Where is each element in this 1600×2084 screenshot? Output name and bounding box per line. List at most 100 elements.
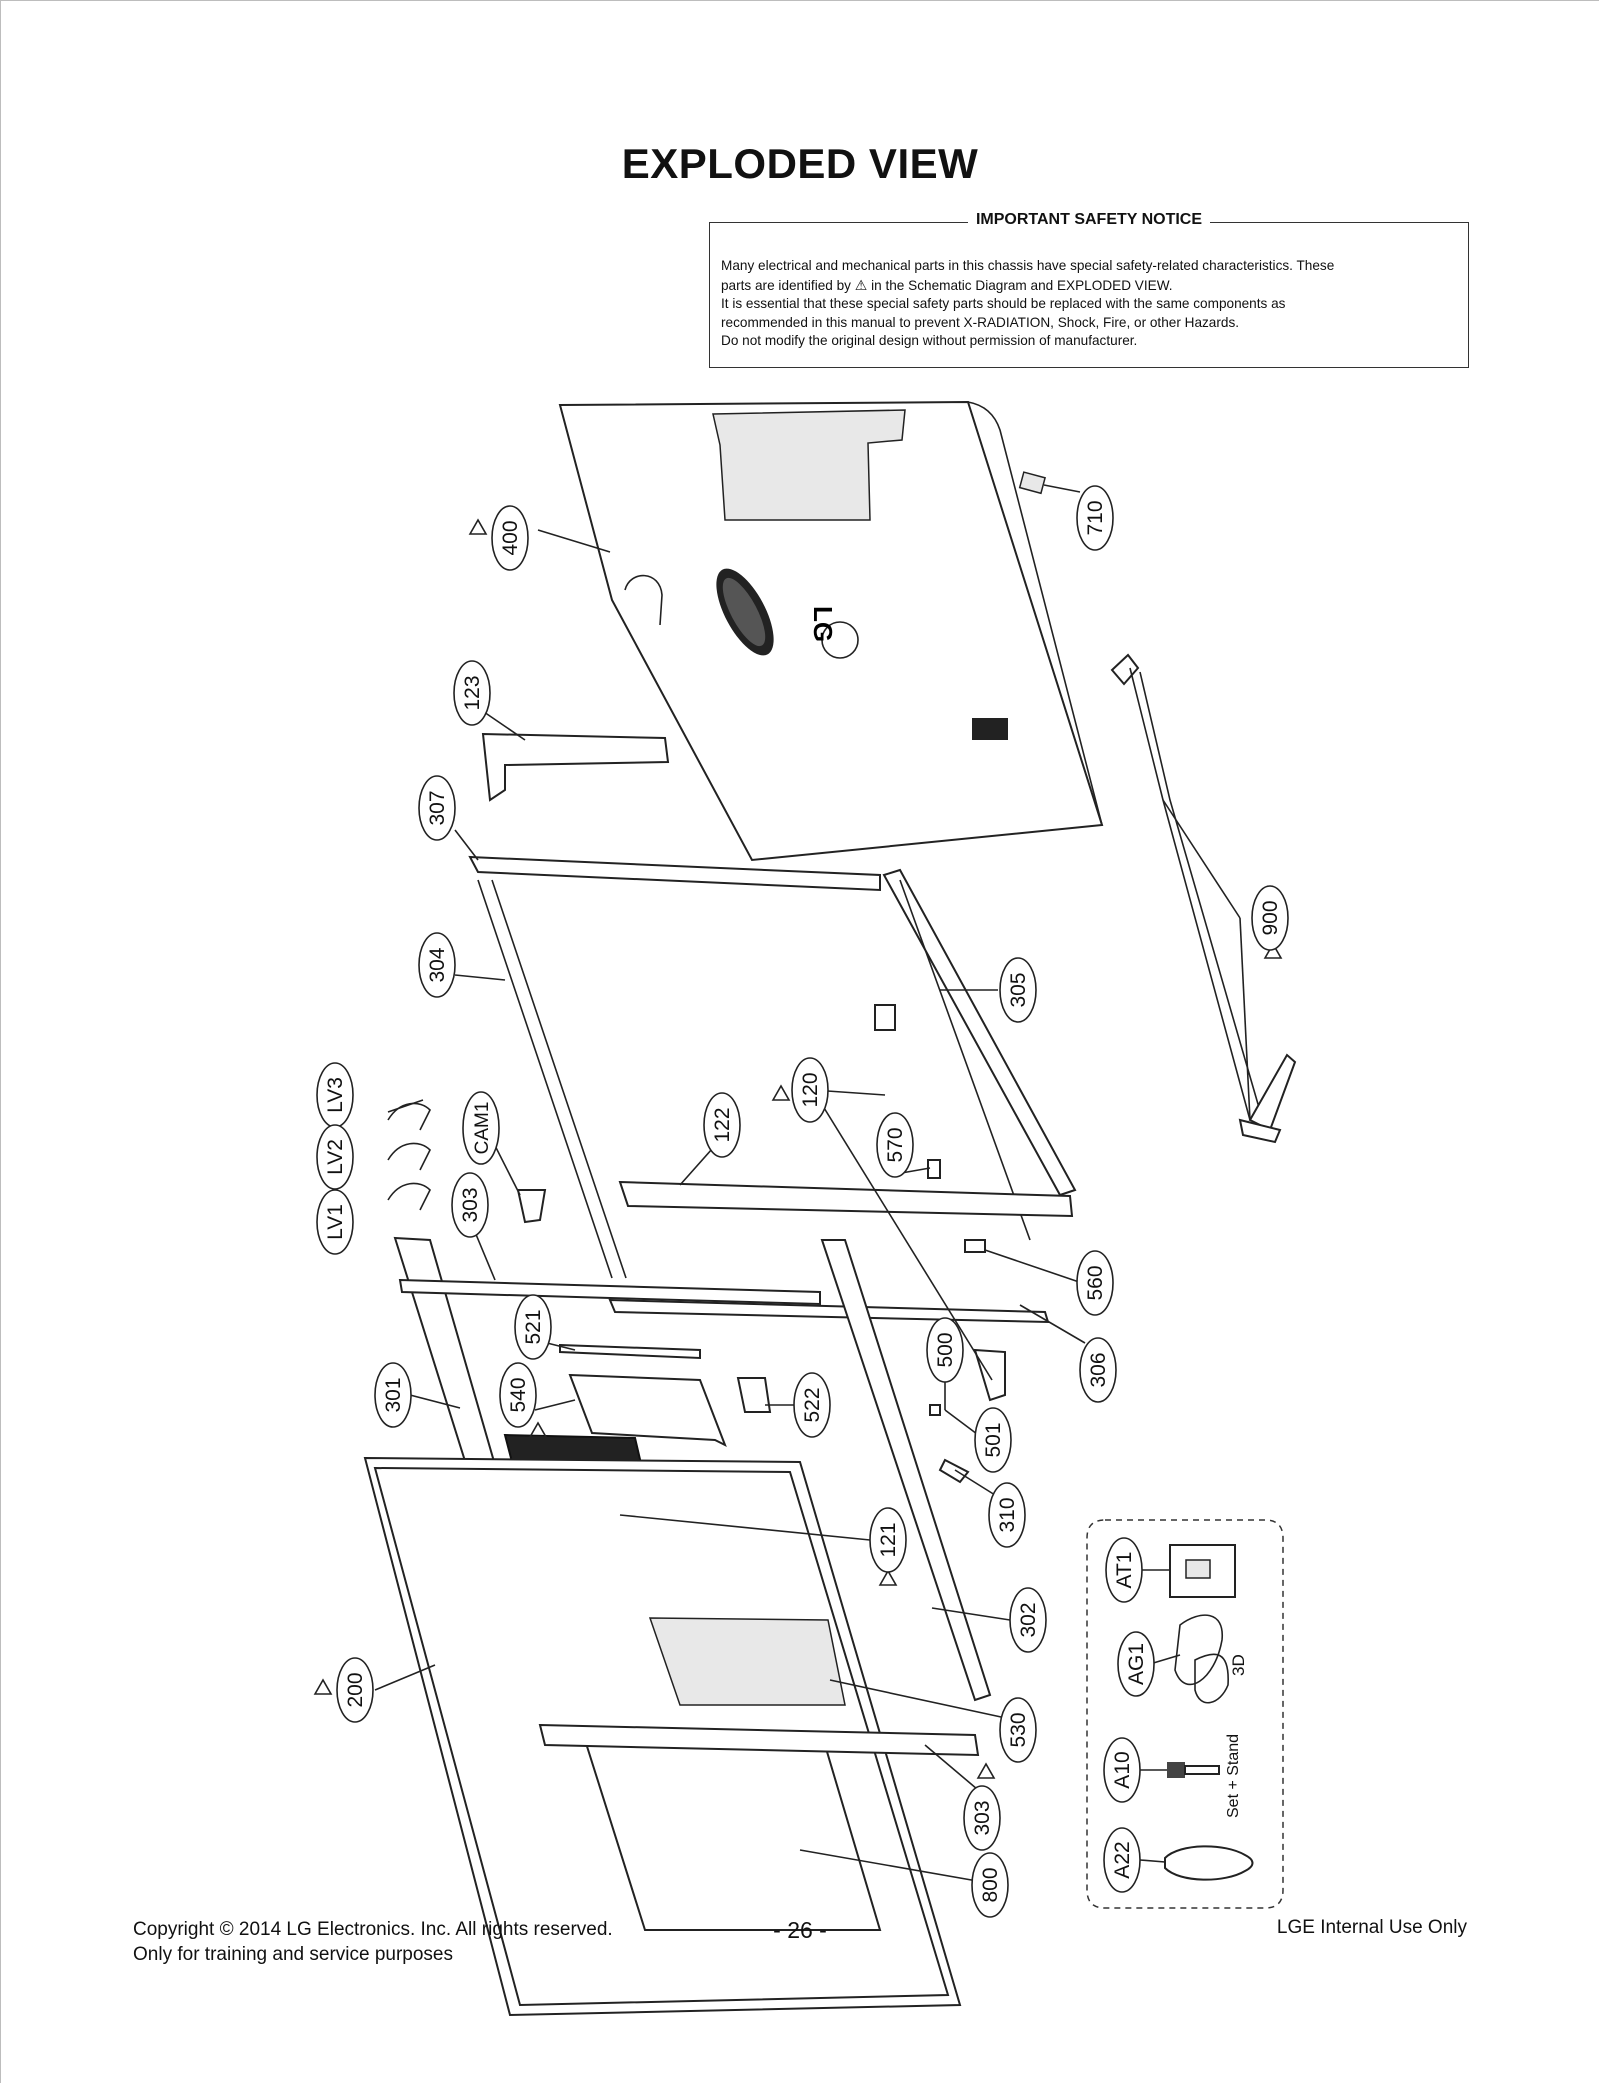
main-board (559, 1343, 772, 1448)
callout-cam1: CAM1 (462, 1091, 500, 1165)
callout-302: 302 (1009, 1587, 1047, 1653)
svg-text:540: 540 (507, 1377, 530, 1412)
svg-text:522: 522 (801, 1387, 824, 1422)
callout-305: 305 (999, 957, 1037, 1023)
svg-text:303: 303 (971, 1800, 994, 1835)
magic-remote-icon (1164, 1845, 1254, 1881)
svg-text:A22: A22 (1111, 1841, 1134, 1878)
safety-notice-body: Many electrical and mechanical parts in … (721, 257, 1457, 351)
svg-text:570: 570 (884, 1127, 907, 1162)
callout-at1: AT1 (1105, 1537, 1143, 1603)
svg-text:501: 501 (982, 1422, 1005, 1457)
notice-line: parts are identified by ⚠ in the Schemat… (721, 276, 1457, 296)
svg-text:500: 500 (934, 1332, 957, 1367)
safety-notice-box: IMPORTANT SAFETY NOTICE Many electrical … (709, 211, 1469, 368)
svg-text:306: 306 (1087, 1352, 1110, 1387)
callout-lv2: LV2 (316, 1124, 354, 1190)
warning-triangle-icon (771, 1084, 791, 1101)
svg-text:301: 301 (382, 1377, 405, 1412)
callout-200: 200 (336, 1657, 374, 1723)
callout-303-upper: 303 (451, 1172, 489, 1238)
callout-121: 121 (869, 1507, 907, 1573)
small-parts (516, 1004, 1006, 1484)
callout-521: 521 (514, 1294, 552, 1360)
notice-line: It is essential that these special safet… (721, 296, 1286, 311)
screw-icon (1167, 1762, 1220, 1778)
svg-text:AG1: AG1 (1125, 1643, 1148, 1685)
svg-text:521: 521 (522, 1309, 545, 1344)
screw-note: Set + Stand (1225, 1734, 1242, 1818)
callout-400: 400 (491, 505, 529, 571)
callout-a10: A10 (1103, 1737, 1141, 1803)
svg-text:560: 560 (1084, 1265, 1107, 1300)
callout-a22: A22 (1103, 1827, 1141, 1893)
callout-500: 500 (926, 1317, 964, 1383)
warning-triangle-icon (468, 518, 488, 535)
warning-triangle-icon (1263, 942, 1283, 959)
glasses-note: 3D (1229, 1654, 1248, 1676)
footer-purpose: Only for training and service purposes (133, 1944, 453, 1965)
callout-570: 570 (876, 1112, 914, 1178)
guide-panel-frame (468, 855, 1077, 1279)
notice-line: Many electrical and mechanical parts in … (721, 258, 1335, 273)
svg-text:121: 121 (877, 1522, 900, 1557)
svg-text:122: 122 (711, 1107, 734, 1142)
callout-122: 122 (703, 1092, 741, 1158)
svg-text:305: 305 (1007, 972, 1030, 1007)
svg-text:310: 310 (996, 1497, 1019, 1532)
footer-left: Copyright © 2014 LG Electronics. Inc. Al… (133, 1917, 613, 1967)
svg-text:200: 200 (344, 1672, 367, 1707)
svg-text:307: 307 (426, 790, 449, 825)
callout-900: 900 (1251, 885, 1289, 951)
svg-text:530: 530 (1007, 1712, 1030, 1747)
safety-notice-title: IMPORTANT SAFETY NOTICE (967, 211, 1211, 228)
warning-triangles (313, 518, 1283, 1779)
warning-triangle-icon (976, 1762, 996, 1779)
notice-line-part: in the Schematic Diagram and EXPLODED VI… (871, 277, 1173, 293)
callout-710: 710 (1076, 485, 1114, 551)
notice-line-part: parts are identified by (721, 277, 851, 293)
callout-522: 522 (793, 1372, 831, 1438)
svg-text:A10: A10 (1111, 1751, 1134, 1788)
callout-120: 120 (791, 1057, 829, 1123)
svg-text:CAM1: CAM1 (472, 1102, 493, 1155)
svg-text:302: 302 (1017, 1602, 1040, 1637)
callouts: 400 710 123 307 900 304 305 120 122 570 … (316, 485, 1289, 1918)
svg-text:AT1: AT1 (1113, 1552, 1136, 1589)
svg-text:304: 304 (426, 947, 449, 982)
callout-501: 501 (974, 1407, 1012, 1473)
warning-triangle-icon (878, 1569, 898, 1586)
callout-lv3: LV3 (316, 1062, 354, 1128)
callout-lv1: LV1 (316, 1189, 354, 1255)
notice-line: recommended in this manual to prevent X-… (721, 314, 1240, 330)
3d-glasses-icon (1174, 1614, 1223, 1686)
back-cover: LG (558, 400, 1104, 862)
callout-540: 540 (499, 1362, 537, 1428)
bracket-123 (481, 732, 670, 802)
callout-560: 560 (1076, 1250, 1114, 1316)
svg-text:303: 303 (459, 1187, 482, 1222)
callout-301: 301 (374, 1362, 412, 1428)
svg-text:400: 400 (499, 520, 522, 555)
callout-303-lower: 303 (963, 1785, 1001, 1851)
footer-page-number: - 26 - (773, 1917, 827, 1943)
callout-306: 306 (1079, 1337, 1117, 1403)
warning-triangle-icon: ⚠ (854, 276, 868, 293)
svg-text:123: 123 (461, 675, 484, 710)
lg-logo: LG (808, 606, 838, 642)
warning-triangle-icon (313, 1678, 333, 1695)
svg-text:LV2: LV2 (324, 1139, 347, 1175)
footer-copyright: Copyright © 2014 LG Electronics. Inc. Al… (133, 1919, 613, 1940)
warning-triangle-icon (528, 1421, 548, 1438)
lvds-cables (387, 1102, 431, 1211)
svg-text:800: 800 (979, 1867, 1002, 1902)
svg-text:LV1: LV1 (324, 1204, 347, 1240)
callout-800: 800 (971, 1852, 1009, 1918)
callout-530: 530 (999, 1697, 1037, 1763)
callout-310: 310 (988, 1482, 1026, 1548)
leader-lines (374, 484, 1251, 1886)
svg-text:120: 120 (799, 1072, 822, 1107)
safety-notice-title-wrap: IMPORTANT SAFETY NOTICE (710, 211, 1468, 229)
